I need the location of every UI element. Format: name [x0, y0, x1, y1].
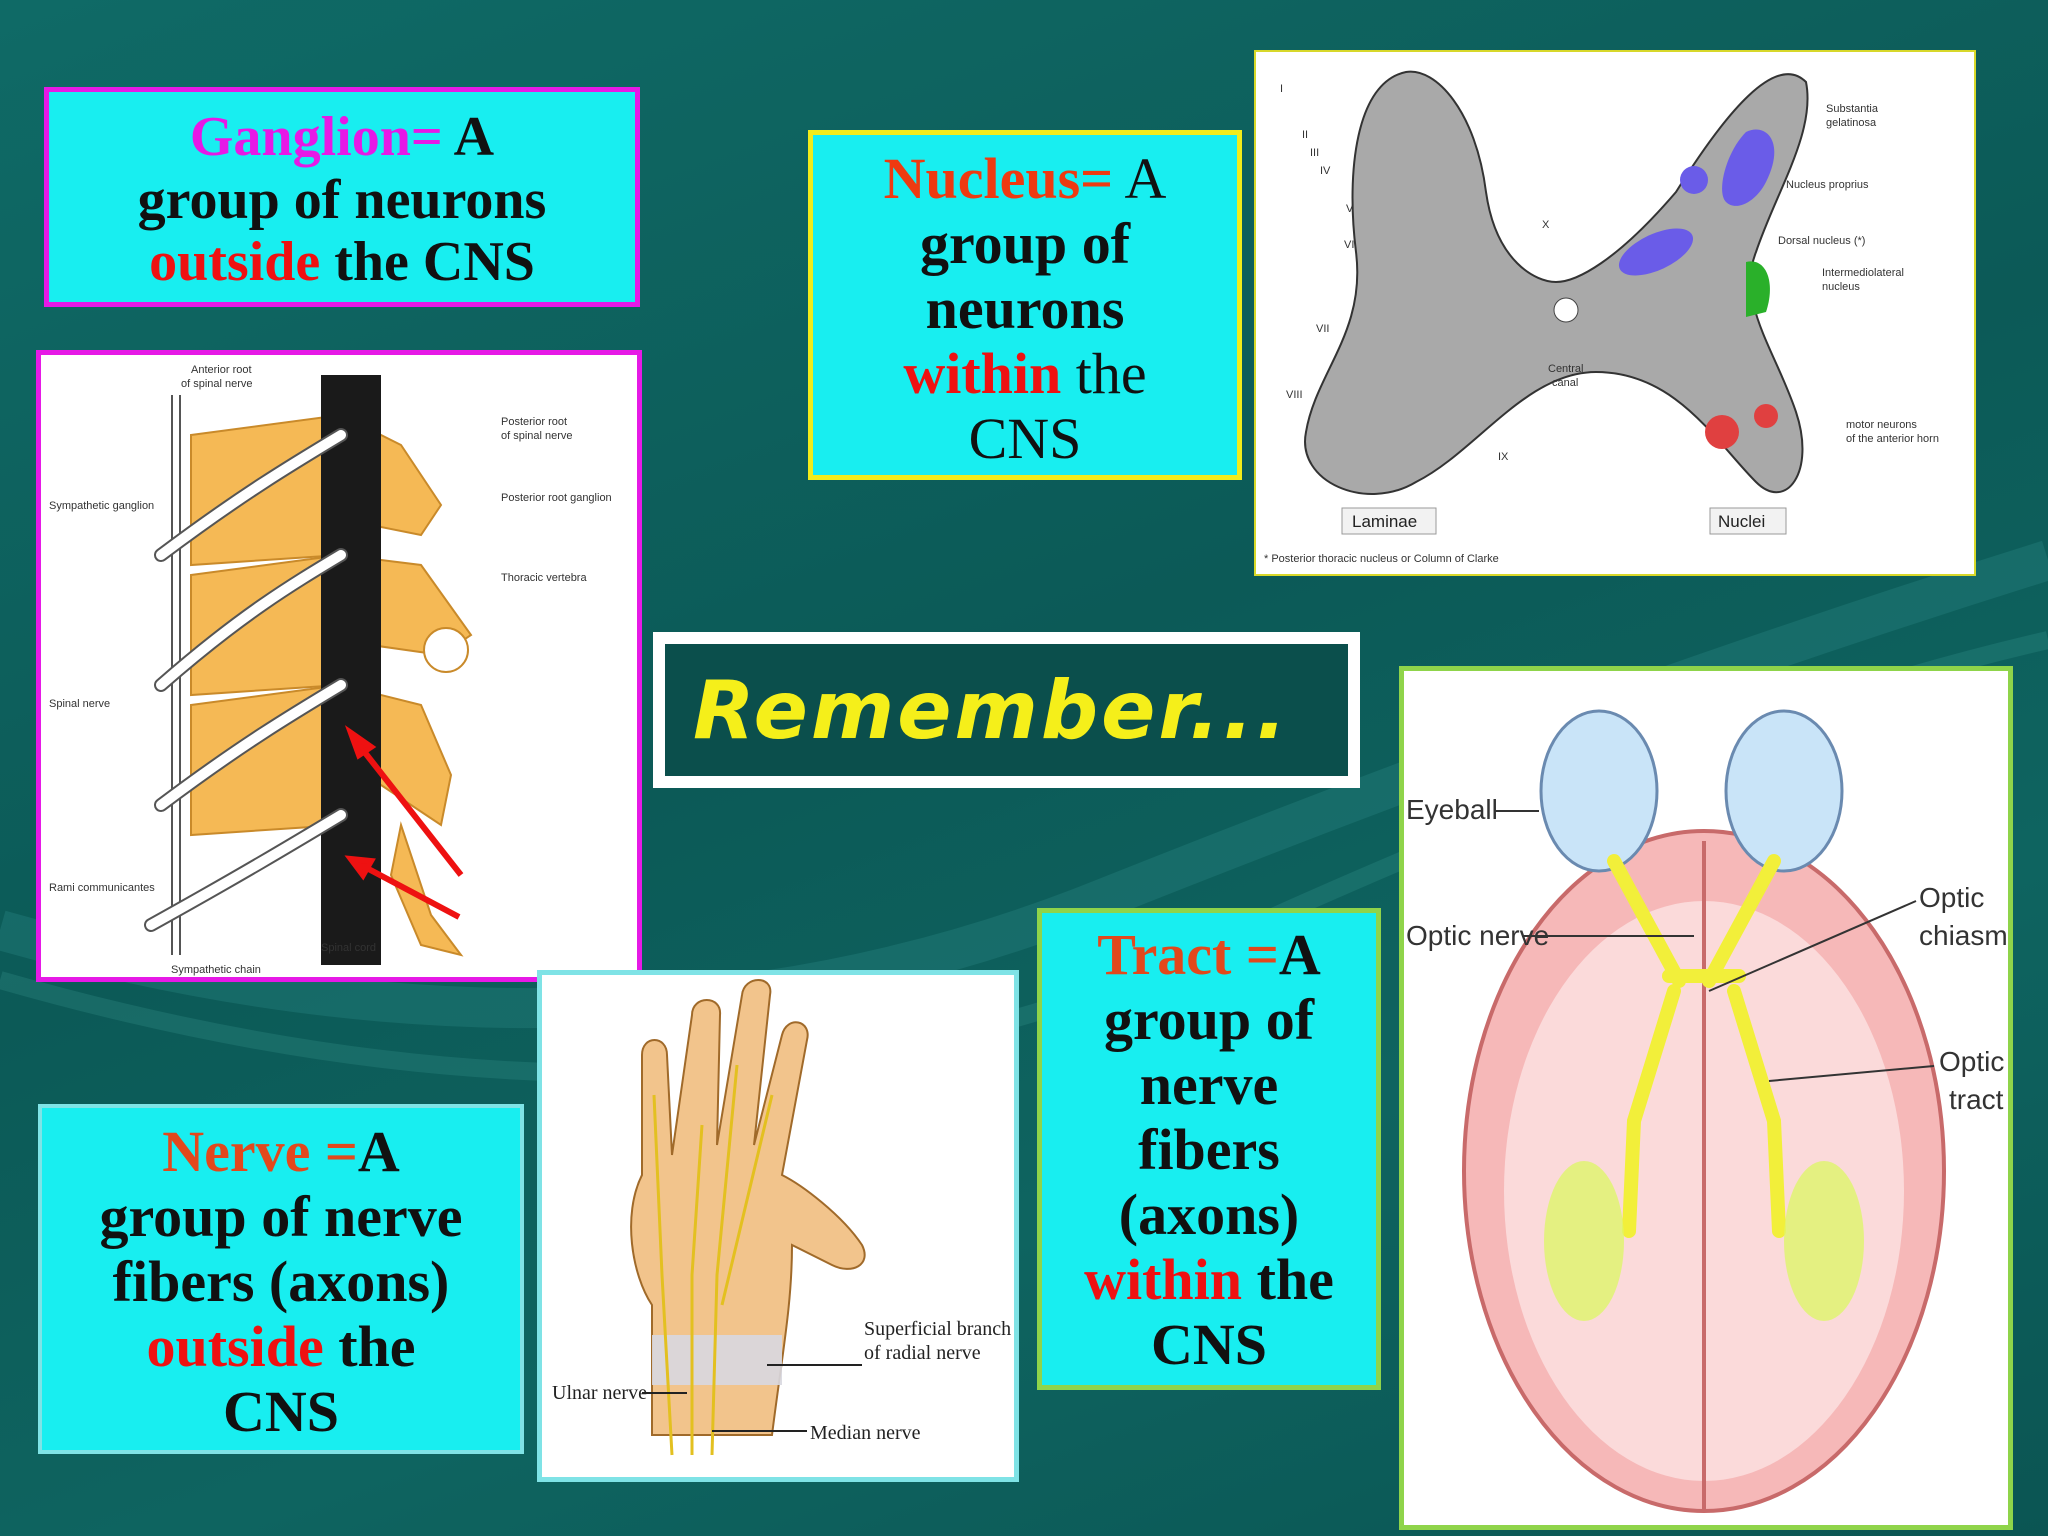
label-posterior-root-2: of spinal nerve — [501, 430, 573, 442]
hand-illustration: Superficial branch of radial nerve Ulnar… — [552, 979, 1011, 1456]
tract-text-1: A — [1278, 922, 1321, 987]
label-sympathetic-ganglion: Sympathetic ganglion — [49, 500, 154, 512]
lamina-V: V — [1346, 203, 1354, 215]
remember-banner: Remember... — [653, 632, 1360, 788]
lamina-I: I — [1280, 83, 1283, 95]
label-gelatinosa: gelatinosa — [1826, 117, 1877, 129]
tract-text-3: nerve — [1139, 1051, 1279, 1117]
ganglion-text-2: group of neurons — [137, 168, 547, 231]
label-motor-neurons: motor neurons — [1846, 419, 1917, 431]
label-posterior-root: Posterior root — [501, 416, 567, 428]
cord-section-illustration: I II III IV V VI VII VIII IX X Substanti… — [1264, 70, 1939, 565]
label-rami-communicantes: Rami communicantes — [49, 882, 155, 894]
nuclei-label: Nuclei — [1718, 512, 1765, 531]
nerve-text-4: the — [323, 1313, 416, 1379]
label-anterior-root-2: of spinal nerve — [181, 378, 253, 390]
label-tract: tract — [1949, 1084, 2004, 1115]
label-radial-nerve: of radial nerve — [864, 1342, 981, 1364]
nucleus-text-1: A — [1113, 146, 1167, 211]
brain-illustration: Eyeball Optic nerve Optic chiasma Optic … — [1406, 709, 2008, 1513]
label-intermediolateral: Intermediolateral — [1822, 267, 1904, 279]
ganglion-keyword: outside — [149, 231, 321, 294]
tract-text-7: CNS — [1150, 1311, 1268, 1377]
tract-definition-box: Tract =A group of nerve fibers (axons) w… — [1037, 908, 1381, 1390]
nucleus-text-4: the — [1061, 340, 1147, 406]
label-spinal-cord: Spinal cord — [321, 942, 376, 954]
label-median-nerve: Median nerve — [810, 1422, 921, 1444]
nerve-term: Nerve = — [162, 1119, 358, 1184]
nerve-text-3: fibers (axons) — [112, 1248, 450, 1314]
laminae-label: Laminae — [1352, 512, 1417, 531]
ganglion-term: Ganglion= — [189, 106, 443, 168]
nerve-text-2: group of nerve — [99, 1183, 463, 1249]
ganglion-text-1: A — [442, 106, 495, 168]
ganglion-definition-box: Ganglion= A group of neurons outside the… — [44, 87, 640, 307]
nerve-definition-box: Nerve =A group of nerve fibers (axons) o… — [38, 1104, 524, 1454]
nucleus-definition-box: Nucleus= A group of neurons within the C… — [808, 130, 1242, 480]
hand-nerve-diagram: Superficial branch of radial nerve Ulnar… — [537, 970, 1019, 1482]
label-posterior-root-ganglion: Posterior root ganglion — [501, 492, 612, 504]
label-dorsal-nucleus: Dorsal nucleus (*) — [1778, 235, 1865, 247]
cord-footnote: * Posterior thoracic nucleus or Column o… — [1264, 553, 1499, 565]
label-central: Central — [1548, 363, 1583, 375]
nucleus-text-3: neurons — [925, 275, 1125, 341]
nucleus-text-5: CNS — [968, 405, 1082, 471]
label-thoracic-vertebra: Thoracic vertebra — [501, 572, 587, 584]
label-anterior-horn: of the anterior horn — [1846, 433, 1939, 445]
label-eyeball: Eyeball — [1406, 794, 1498, 825]
lamina-VII: VII — [1316, 323, 1329, 335]
tract-text-4: fibers — [1138, 1116, 1280, 1182]
label-substantia: Substantia — [1826, 103, 1879, 115]
spinal-nerve-illustration: Anterior root of spinal nerve Posterior … — [49, 364, 612, 976]
label-optic: Optic — [1919, 882, 1984, 913]
spinal-cord-section-diagram: I II III IV V VI VII VIII IX X Substanti… — [1254, 50, 1976, 576]
tract-text-5: (axons) — [1118, 1181, 1300, 1247]
tract-term: Tract = — [1097, 922, 1279, 987]
nucleus-text-2: group of — [919, 210, 1131, 276]
label-canal: canal — [1552, 377, 1578, 389]
nucleus-term: Nucleus= — [883, 146, 1114, 211]
tract-keyword: within — [1084, 1246, 1243, 1312]
lamina-IV: IV — [1320, 165, 1331, 177]
label-ulnar-nerve: Ulnar nerve — [552, 1382, 647, 1404]
spinal-nerve-diagram: Anterior root of spinal nerve Posterior … — [36, 350, 642, 982]
tract-text-2: group of — [1103, 986, 1315, 1052]
ganglion-text-3: the CNS — [320, 231, 535, 294]
nerve-text-5: CNS — [222, 1378, 340, 1444]
brain-optic-tract-diagram: Eyeball Optic nerve Optic chiasma Optic … — [1399, 666, 2013, 1530]
nerve-keyword: outside — [146, 1313, 324, 1379]
nucleus-keyword: within — [903, 340, 1062, 406]
lamina-II: II — [1302, 129, 1308, 141]
label-optic-2: Optic — [1939, 1046, 2004, 1077]
label-nucleus-proprius: Nucleus proprius — [1786, 179, 1869, 191]
lamina-X: X — [1542, 219, 1550, 231]
label-sympathetic-chain: Sympathetic chain — [171, 964, 261, 976]
label-anterior-root: Anterior root — [191, 364, 252, 376]
lamina-VI: VI — [1344, 239, 1354, 251]
label-chiasma: chiasma — [1919, 920, 2008, 951]
tract-text-6: the — [1242, 1246, 1334, 1312]
label-intermediolateral-2: nucleus — [1822, 281, 1860, 293]
label-superficial-branch: Superficial branch — [864, 1318, 1011, 1340]
remember-text: Remember... — [693, 663, 1290, 757]
nerve-text-1: A — [357, 1119, 400, 1184]
label-optic-nerve: Optic nerve — [1406, 920, 1549, 951]
label-spinal-nerve: Spinal nerve — [49, 698, 110, 710]
lamina-III: III — [1310, 147, 1319, 159]
lamina-IX: IX — [1498, 451, 1509, 463]
lamina-VIII: VIII — [1286, 389, 1303, 401]
